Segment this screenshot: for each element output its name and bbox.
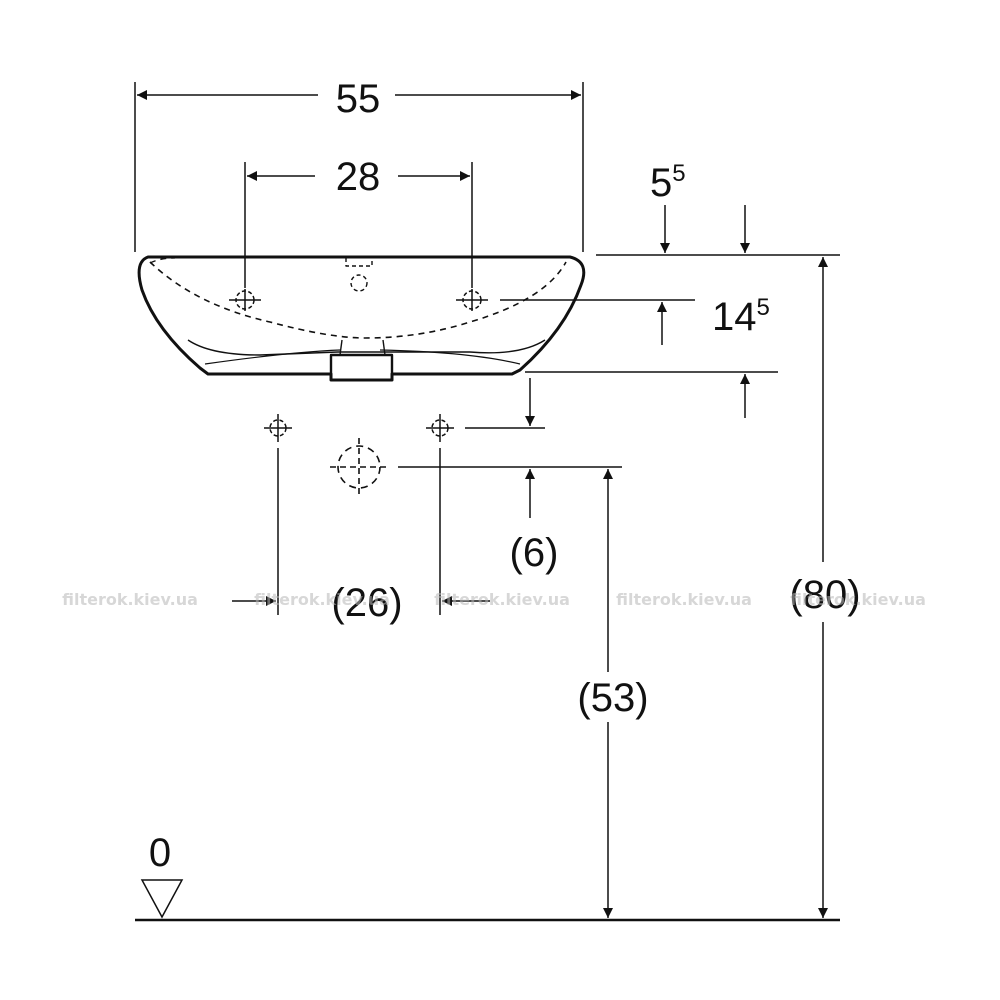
dim-label-drain-height: (53) bbox=[577, 676, 648, 720]
basin-outline bbox=[137, 255, 586, 382]
dim-label-rim-thickness: 55 bbox=[650, 160, 686, 205]
tap-hole-right bbox=[456, 289, 488, 311]
dimension-lines bbox=[137, 90, 828, 918]
basin-bowl-hidden-line bbox=[149, 261, 567, 339]
drain-outlet bbox=[329, 353, 394, 382]
tap-hole-left bbox=[229, 289, 261, 311]
overflow-hole-hidden-line bbox=[345, 258, 373, 267]
dim-label-width-total: 55 bbox=[336, 77, 381, 121]
waste-connection-icon bbox=[330, 438, 388, 498]
dim-label-rim-height: (80) bbox=[789, 573, 860, 617]
watermark: filterok.kiev.ua bbox=[254, 590, 390, 609]
drain-neck-right bbox=[382, 339, 386, 356]
drain-neck-left bbox=[339, 339, 343, 356]
overflow-hole bbox=[350, 274, 368, 292]
watermark-row: filterok.kiev.ua filterok.kiev.ua filter… bbox=[62, 590, 926, 609]
dim-label-tap-spacing: 28 bbox=[336, 155, 381, 199]
watermark: filterok.kiev.ua bbox=[616, 590, 752, 609]
basin-body bbox=[137, 255, 586, 382]
dim-label-drain-offset: (6) bbox=[510, 531, 559, 575]
basin-underside-line bbox=[187, 339, 546, 356]
floor-level-triangle-icon bbox=[140, 879, 184, 919]
basin-underside-line-2 bbox=[204, 349, 521, 365]
water-connection-right-icon bbox=[426, 414, 454, 442]
watermark: filterok.kiev.ua bbox=[790, 590, 926, 609]
water-connection-left-icon bbox=[264, 414, 292, 442]
watermark: filterok.kiev.ua bbox=[434, 590, 570, 609]
dim-label-bowl-depth: 145 bbox=[712, 294, 770, 339]
dim-label-connection-spacing: (26) bbox=[331, 581, 402, 625]
watermark: filterok.kiev.ua bbox=[62, 590, 198, 609]
dim-label-floor-level: 0 bbox=[149, 831, 171, 875]
connection-points bbox=[264, 414, 454, 498]
basin-inner-rim-line bbox=[149, 257, 176, 264]
extension-lines bbox=[134, 82, 840, 922]
